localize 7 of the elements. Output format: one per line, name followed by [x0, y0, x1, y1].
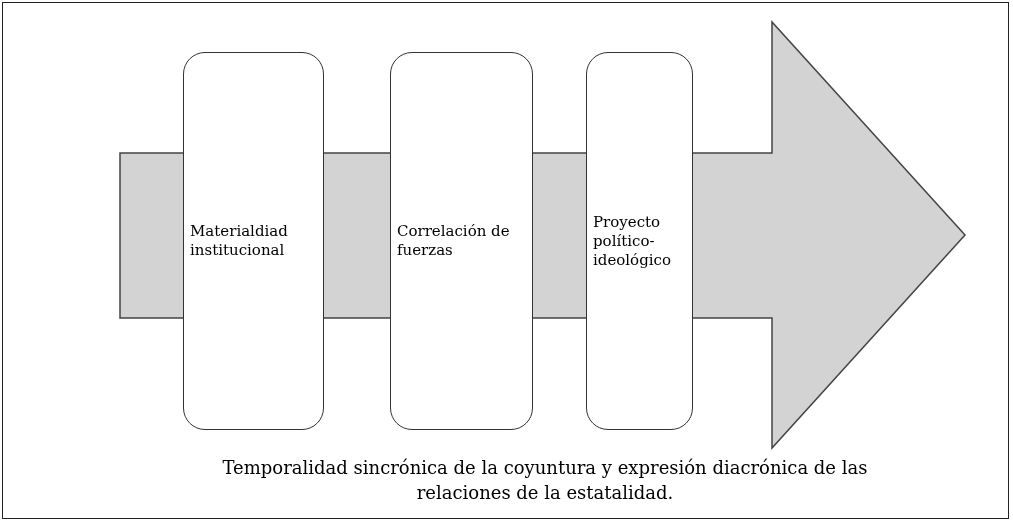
- box-label: Proyecto político-ideológico: [592, 212, 672, 270]
- caption: Temporalidad sincrónica de la coyuntura y expresión diacrónica de las relaciones de la estatalidad.: [221, 456, 869, 505]
- rounded-box: [390, 52, 533, 430]
- rounded-box: [586, 52, 693, 430]
- box-label: Materialdiad institucional: [189, 222, 289, 260]
- box-label: Correlación de fuerzas: [396, 222, 511, 260]
- rounded-box: [183, 52, 324, 430]
